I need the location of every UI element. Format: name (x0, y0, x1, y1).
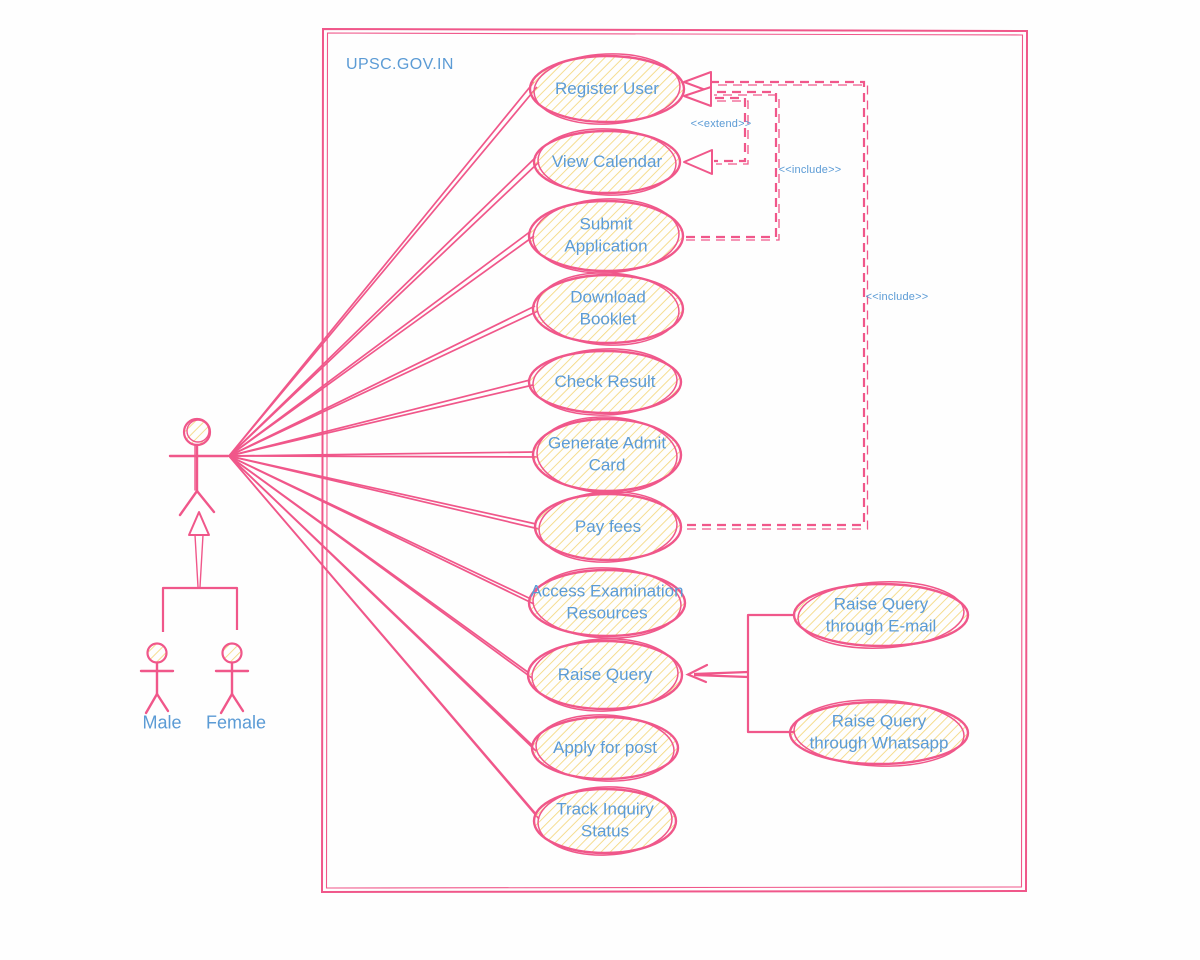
extend-arrowhead (683, 149, 713, 175)
usecase-node-download-booklet (531, 272, 685, 346)
actor-branch-bracket (161, 586, 239, 632)
usecase-node-register-user (528, 53, 686, 125)
usecase-label-submit-application: Submit Application (564, 214, 648, 256)
actor-label-female: Female (205, 712, 267, 733)
primary-actor-figure (168, 417, 230, 517)
female-actor-figure (214, 642, 250, 715)
male-actor-figure (139, 642, 175, 715)
usecase-label-check-result: Check Result (554, 371, 656, 391)
usecase-label-view-calendar: View Calendar (551, 151, 663, 171)
usecase-label-access-examination-resources: Access Examination Resources (530, 581, 684, 623)
usecase-node-access-examination-resources (527, 567, 687, 639)
stereotype-include-submit: <<include>> (778, 164, 842, 176)
usecase-label-apply-for-post: Apply for post (553, 737, 657, 757)
association-lines (228, 81, 540, 820)
extend-connector (700, 96, 749, 165)
actor-label-male: Male (142, 712, 182, 733)
generalization-arrow (161, 511, 239, 632)
query-branch-bracket (685, 613, 795, 734)
usecase-node-submit-application (527, 198, 685, 274)
usecase-node-raise-query (526, 638, 684, 712)
system-boundary (320, 27, 1029, 894)
system-title: UPSC.GOV.IN (346, 56, 454, 73)
raise-query-arrowhead (685, 663, 709, 684)
include-arrowhead-upper (683, 71, 712, 93)
stereotype-extend: <<extend>> (690, 118, 752, 130)
usecase-node-track-inquiry-status (532, 786, 678, 856)
usecase-label-raise-query: Raise Query (557, 664, 653, 684)
usecase-node-apply-for-post (530, 714, 680, 782)
usecase-label-pay-fees: Pay fees (574, 516, 642, 536)
usecase-node-view-calendar (532, 128, 682, 196)
usecase-label-generate-admit-card: Generate Admit Card (547, 433, 667, 475)
usecase-label-raise-query-whatsapp: Raise Query through Whatsapp (809, 711, 949, 753)
usecase-node-pay-fees (533, 491, 683, 563)
usecase-label-register-user: Register User (555, 78, 659, 98)
usecase-label-raise-query-email: Raise Query through E-mail (825, 594, 937, 636)
usecase-label-track-inquiry-status: Track Inquiry Status (556, 799, 654, 841)
include-connector-pay-fees (687, 80, 869, 530)
usecase-node-check-result (527, 348, 683, 416)
usecase-label-download-booklet: Download Booklet (570, 287, 646, 329)
include-arrowhead-lower (683, 86, 712, 107)
stereotype-include-pay: <<include>> (865, 291, 929, 303)
include-connector-submit-application (686, 90, 780, 241)
